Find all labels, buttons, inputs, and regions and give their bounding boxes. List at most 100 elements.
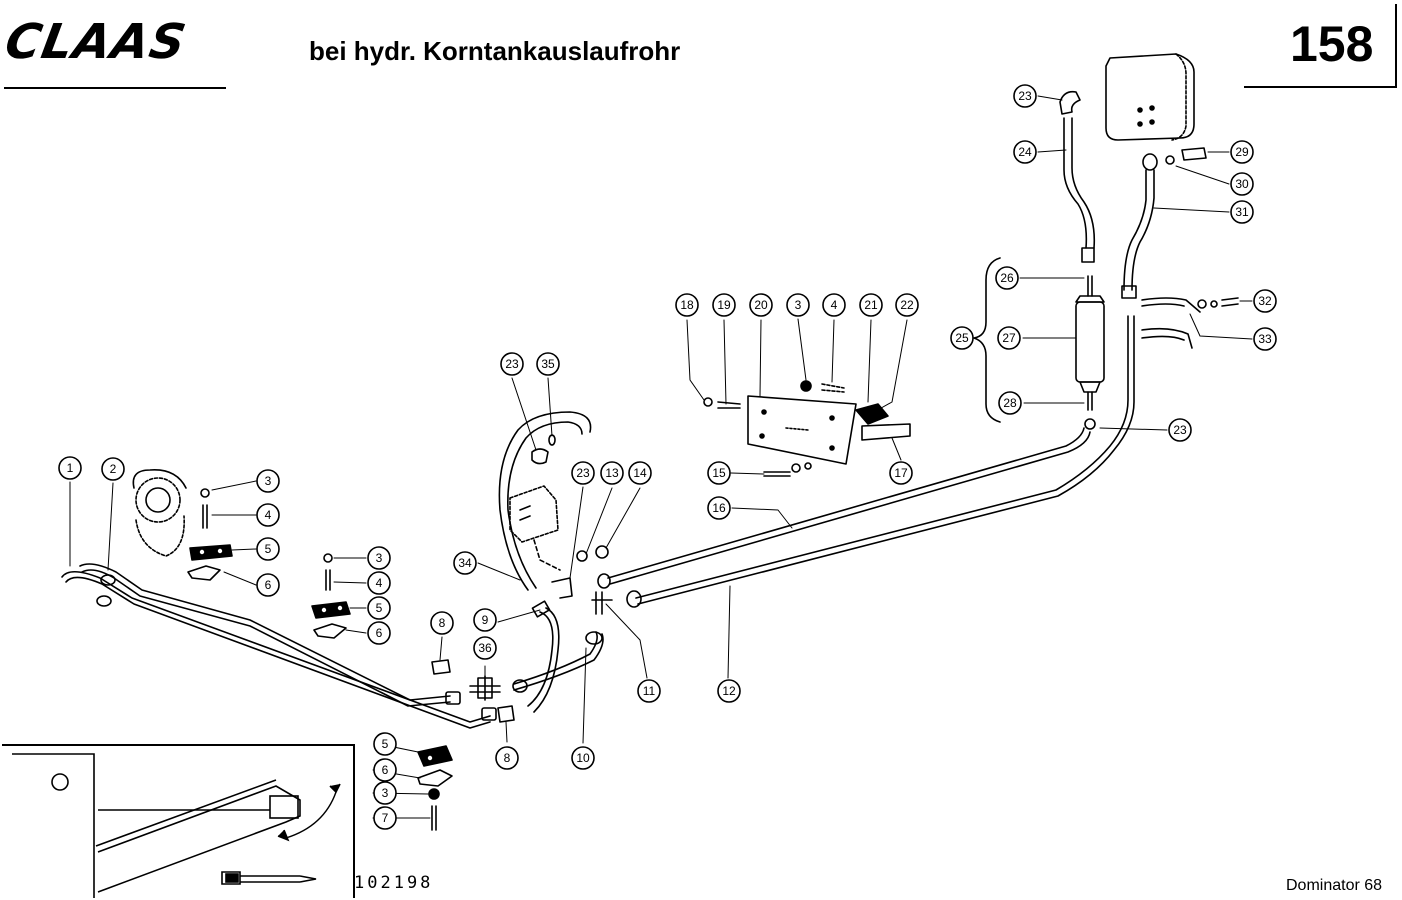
callout-layer: 1 2 3 4 5 6 3 4 5 6 8 9 36 8 10 11 12 5 … xyxy=(58,84,1277,830)
callout-29: 29 xyxy=(1230,140,1254,164)
callout-23b: 23 xyxy=(571,461,595,485)
svg-text:20: 20 xyxy=(754,298,768,312)
callout-15: 15 xyxy=(707,461,731,485)
svg-text:3: 3 xyxy=(265,474,272,488)
callout-5a: 5 xyxy=(256,537,280,561)
svg-text:1: 1 xyxy=(67,461,74,475)
callout-8b: 8 xyxy=(495,746,519,770)
tube-10 xyxy=(513,631,598,685)
callout-12: 12 xyxy=(717,679,741,703)
callout-6b: 6 xyxy=(367,621,391,645)
tube-9 xyxy=(527,611,554,707)
callout-20: 20 xyxy=(749,293,773,317)
svg-text:21: 21 xyxy=(864,298,878,312)
callout-8a: 8 xyxy=(430,611,454,635)
callout-25: 25 xyxy=(950,326,974,350)
callout-4d: 4 xyxy=(822,293,846,317)
callout-31: 31 xyxy=(1230,200,1254,224)
callout-9: 9 xyxy=(473,608,497,632)
svg-text:26: 26 xyxy=(1000,271,1014,285)
callout-7: 7 xyxy=(373,806,397,830)
svg-text:4: 4 xyxy=(831,298,838,312)
svg-text:4: 4 xyxy=(265,508,272,522)
svg-text:5: 5 xyxy=(382,737,389,751)
clamp-group-c xyxy=(417,745,453,831)
page-title: bei hydr. Korntankauslaufrohr xyxy=(309,36,681,66)
callout-27: 27 xyxy=(997,326,1021,350)
svg-text:6: 6 xyxy=(265,578,272,592)
callout-18: 18 xyxy=(675,293,699,317)
svg-text:5: 5 xyxy=(265,542,272,556)
svg-text:13: 13 xyxy=(605,466,619,480)
callout-23a: 23 xyxy=(500,352,524,376)
callout-1: 1 xyxy=(58,456,82,480)
callout-30: 30 xyxy=(1230,172,1254,196)
tube-1-inner xyxy=(65,576,491,729)
svg-text:28: 28 xyxy=(1003,396,1017,410)
leader-lines xyxy=(69,95,1253,819)
filter-assembly xyxy=(973,257,1105,423)
svg-text:7: 7 xyxy=(382,811,389,825)
svg-text:29: 29 xyxy=(1235,145,1249,159)
callout-36: 36 xyxy=(473,636,497,660)
svg-text:27: 27 xyxy=(1002,331,1016,345)
mounting-plate xyxy=(703,380,911,477)
svg-text:34: 34 xyxy=(458,556,472,570)
svg-text:23: 23 xyxy=(1173,423,1187,437)
svg-text:6: 6 xyxy=(376,626,383,640)
callout-3a: 3 xyxy=(256,469,280,493)
hose-24 xyxy=(1063,117,1088,249)
callout-16: 16 xyxy=(707,496,731,520)
callout-2: 2 xyxy=(101,457,125,481)
tank xyxy=(1105,53,1195,141)
svg-text:24: 24 xyxy=(1018,145,1032,159)
callout-21: 21 xyxy=(859,293,883,317)
svg-text:5: 5 xyxy=(376,601,383,615)
clamp-group-a xyxy=(187,488,233,581)
callout-5c: 5 xyxy=(373,732,397,756)
hose-31 xyxy=(1123,169,1147,291)
svg-text:8: 8 xyxy=(504,751,511,765)
callout-26: 26 xyxy=(995,266,1019,290)
callout-24: 24 xyxy=(1013,140,1037,164)
svg-text:3: 3 xyxy=(376,551,383,565)
svg-text:31: 31 xyxy=(1235,205,1249,219)
callout-17: 17 xyxy=(889,461,913,485)
callout-3b: 3 xyxy=(367,546,391,570)
svg-text:19: 19 xyxy=(717,298,731,312)
model-label: Dominator 68 xyxy=(1286,877,1383,894)
callout-10: 10 xyxy=(571,746,595,770)
callout-6a: 6 xyxy=(256,573,280,597)
callout-32: 32 xyxy=(1253,289,1277,313)
svg-text:4: 4 xyxy=(376,576,383,590)
callout-34: 34 xyxy=(453,551,477,575)
hose-34 xyxy=(498,411,592,591)
callout-22: 22 xyxy=(895,293,919,317)
callout-33: 33 xyxy=(1253,327,1277,351)
svg-text:14: 14 xyxy=(633,466,647,480)
svg-text:33: 33 xyxy=(1258,332,1272,346)
svg-text:2: 2 xyxy=(110,462,117,476)
header-rule-vertical xyxy=(1395,4,1397,88)
svg-text:17: 17 xyxy=(894,466,908,480)
svg-text:32: 32 xyxy=(1258,294,1272,308)
callout-23c: 23 xyxy=(1013,84,1037,108)
tube-2-inner xyxy=(81,569,451,707)
callout-23d: 23 xyxy=(1168,418,1192,442)
inset-view xyxy=(2,744,355,898)
svg-text:25: 25 xyxy=(955,331,969,345)
svg-text:3: 3 xyxy=(795,298,802,312)
svg-text:3: 3 xyxy=(382,786,389,800)
svg-text:10: 10 xyxy=(576,751,590,765)
svg-text:9: 9 xyxy=(482,613,489,627)
clamp-group-b xyxy=(311,553,351,639)
svg-text:6: 6 xyxy=(382,763,389,777)
callout-35: 35 xyxy=(536,352,560,376)
callout-14: 14 xyxy=(628,461,652,485)
svg-text:12: 12 xyxy=(722,684,736,698)
header-rule-left xyxy=(4,87,226,89)
pipe-16 xyxy=(607,427,1085,579)
svg-text:36: 36 xyxy=(478,641,492,655)
svg-text:18: 18 xyxy=(680,298,694,312)
